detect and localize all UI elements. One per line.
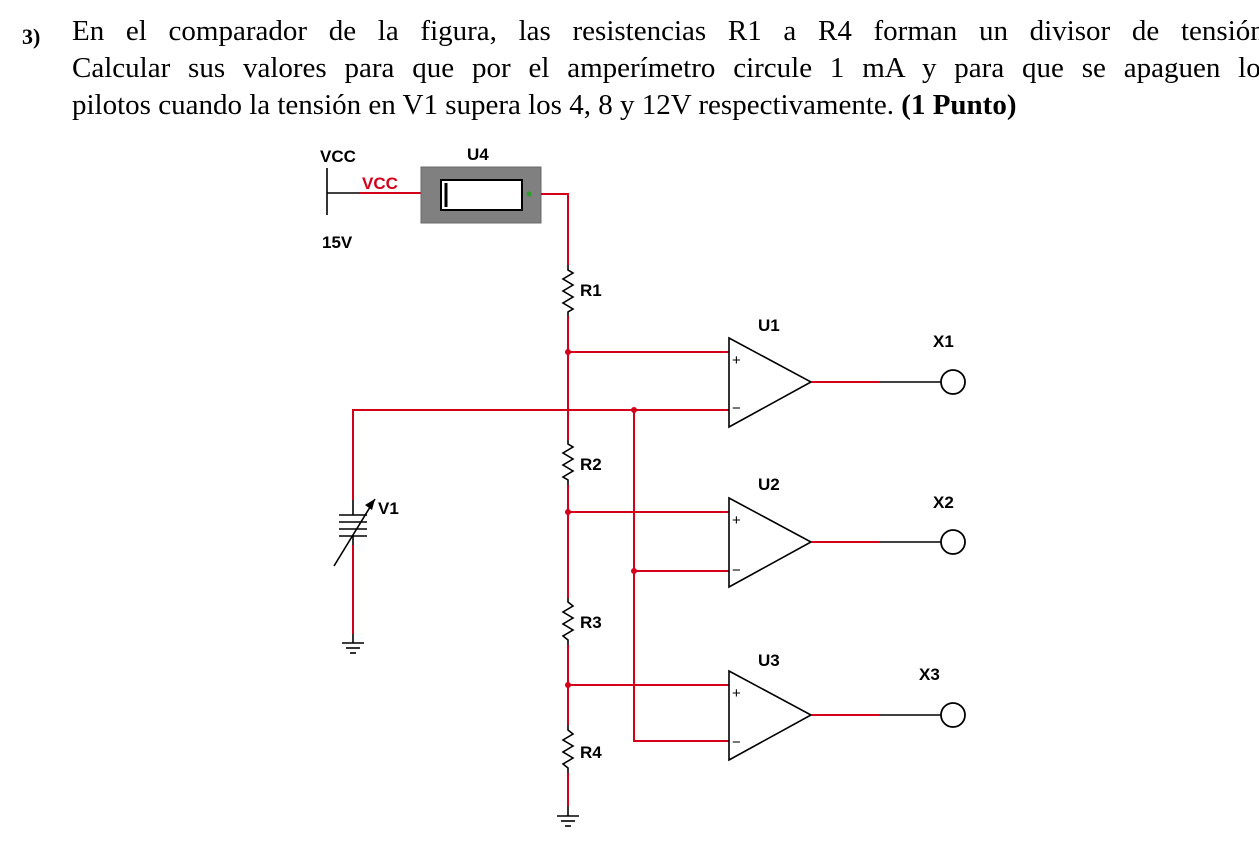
resistor-r4: R4 bbox=[561, 725, 602, 773]
question-line-2: Calcular sus valores para que por el amp… bbox=[72, 52, 1259, 84]
r1-label: R1 bbox=[580, 281, 602, 300]
vcc-value-label: 15V bbox=[322, 233, 353, 252]
opamp-u3: + − U3 X3 bbox=[728, 651, 966, 762]
x3-label: X3 bbox=[919, 665, 940, 684]
resistor-r2: R2 bbox=[561, 440, 602, 485]
u3-label: U3 bbox=[758, 651, 780, 670]
vcc-label: VCC bbox=[320, 147, 356, 166]
u2-label: U2 bbox=[758, 475, 780, 494]
resistor-r3: R3 bbox=[561, 598, 602, 645]
ground-divider bbox=[557, 806, 579, 827]
u1-plus-sign: + bbox=[732, 352, 741, 369]
r4-label: R4 bbox=[580, 743, 602, 762]
question-points: (1 Punto) bbox=[901, 89, 1017, 121]
divider-taps bbox=[565, 349, 729, 688]
resistor-r1: R1 bbox=[561, 265, 602, 316]
ammeter-u4: U4 bbox=[420, 145, 542, 224]
divider-wires bbox=[541, 193, 569, 806]
ground-v1 bbox=[342, 634, 364, 654]
x2-label: X2 bbox=[933, 493, 954, 512]
u1-minus-sign: − bbox=[732, 400, 741, 417]
r3-label: R3 bbox=[580, 613, 602, 632]
r2-label: R2 bbox=[580, 455, 602, 474]
v1-label: V1 bbox=[378, 499, 399, 518]
question-block: 3) En el comparador de la figura, las re… bbox=[0, 0, 1259, 140]
variable-source-v1: V1 bbox=[333, 498, 399, 567]
opamp-u1: + − U1 X1 bbox=[728, 316, 966, 429]
u2-minus-sign: − bbox=[732, 562, 741, 579]
vcc-net-label: VCC bbox=[362, 174, 398, 193]
u3-minus-sign: − bbox=[732, 734, 741, 751]
question-line-3: pilotos cuando la tensión en V1 supera l… bbox=[72, 88, 1017, 123]
u1-label: U1 bbox=[758, 316, 780, 335]
ammeter-label: U4 bbox=[467, 145, 489, 164]
opamp-u2: + − U2 X2 bbox=[728, 475, 966, 589]
u3-plus-sign: + bbox=[732, 685, 741, 702]
u2-plus-sign: + bbox=[732, 512, 741, 529]
question-line-3-text: pilotos cuando la tensión en V1 supera l… bbox=[72, 89, 895, 121]
v1-reference-wires bbox=[352, 407, 729, 742]
vcc-source: VCC VCC 15V bbox=[320, 147, 421, 252]
x1-label: X1 bbox=[933, 332, 954, 351]
question-number: 3) bbox=[22, 24, 41, 49]
question-line-1: En el comparador de la figura, las resis… bbox=[72, 15, 1259, 47]
